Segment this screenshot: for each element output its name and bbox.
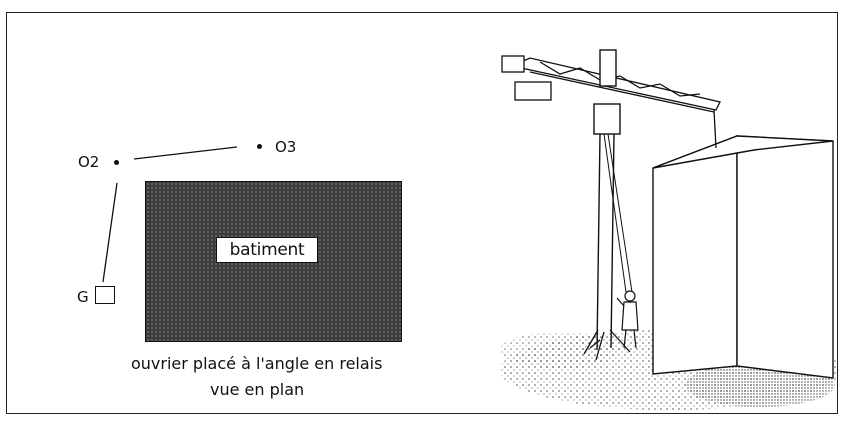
crane-cable [603, 133, 633, 293]
point-o2-label: O2 [78, 153, 100, 171]
caption-line-1: ouvrier placé à l'angle en relais [131, 354, 383, 373]
line-o2-g [102, 182, 118, 283]
crane-base-struts [583, 329, 631, 361]
point-o3-marker [257, 144, 262, 149]
crane-base-square [95, 286, 115, 304]
crane-mast [593, 49, 621, 351]
figure-frame [6, 12, 838, 414]
point-o3-label: O3 [275, 138, 297, 156]
worker-figure [616, 290, 639, 349]
line-o2-o3 [133, 146, 238, 160]
point-o2-marker [114, 160, 119, 165]
building-3d [652, 134, 834, 379]
caption-line-2: vue en plan [210, 380, 305, 399]
point-g-label: G [77, 288, 89, 306]
building-label: batiment [216, 237, 318, 263]
